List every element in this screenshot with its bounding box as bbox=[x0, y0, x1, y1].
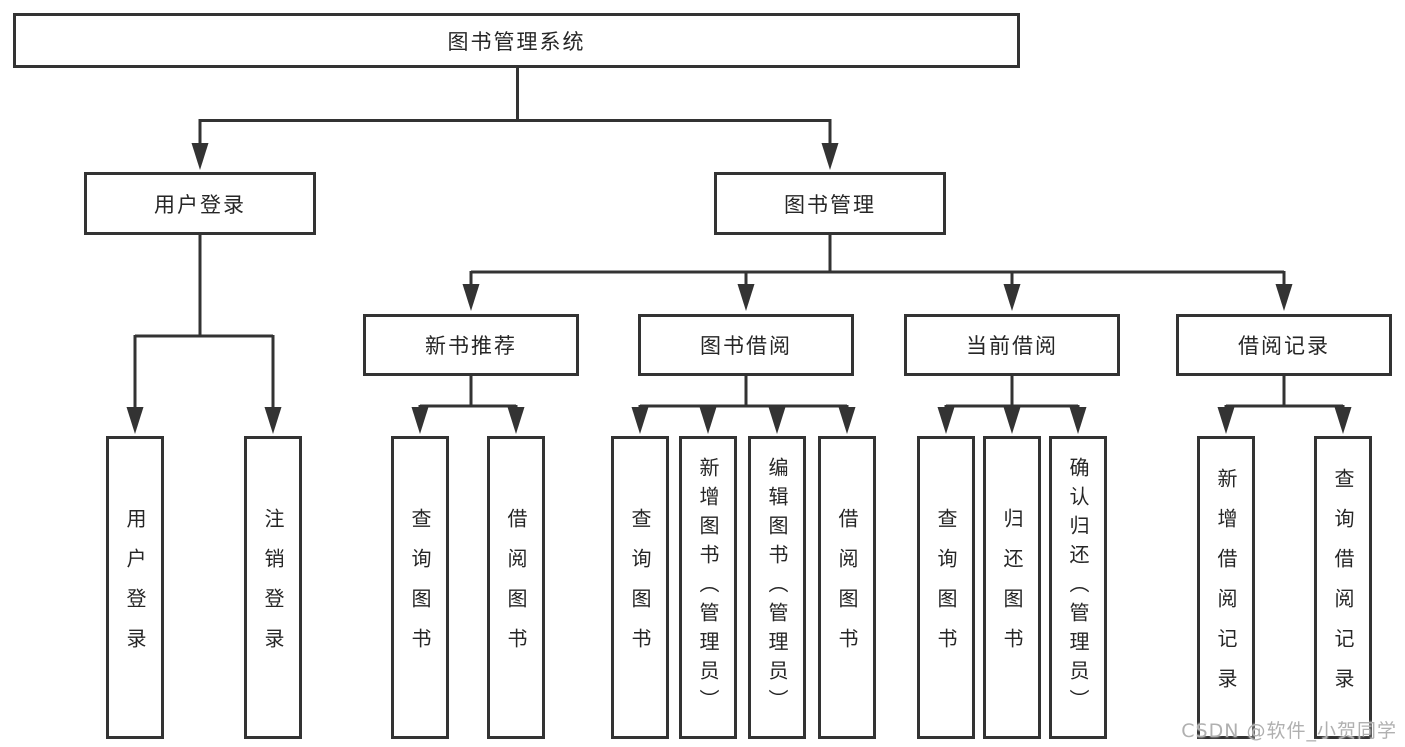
leaf-nb-borrow-books-label: 借阅图书 bbox=[504, 507, 528, 668]
node-current-borrow: 当前借阅 bbox=[904, 314, 1120, 376]
leaf-cb-query-books-label: 查询图书 bbox=[934, 507, 958, 668]
watermark: CSDN @软件_小贺同学 bbox=[1181, 720, 1397, 742]
leaf-nb-borrow-books: 借阅图书 bbox=[487, 436, 545, 739]
leaf-cb-return-books-label: 归还图书 bbox=[1000, 507, 1024, 668]
leaf-bb-query-books: 查询图书 bbox=[611, 436, 669, 739]
leaf-bb-edit-books-admin-label: 编辑图书（管理员） bbox=[765, 457, 789, 718]
leaf-br-add-record: 新增借阅记录 bbox=[1197, 436, 1255, 739]
leaf-user-login-label: 用户登录 bbox=[123, 507, 147, 668]
leaf-bb-add-books-admin: 新增图书（管理员） bbox=[679, 436, 737, 739]
node-book-management: 图书管理 bbox=[714, 172, 946, 235]
leaf-bb-edit-books-admin: 编辑图书（管理员） bbox=[748, 436, 806, 739]
node-borrow-records-label: 借阅记录 bbox=[1238, 334, 1330, 358]
node-root-label: 图书管理系统 bbox=[447, 29, 586, 54]
node-user-login: 用户登录 bbox=[84, 172, 316, 235]
node-new-book-recommend: 新书推荐 bbox=[363, 314, 579, 376]
node-current-borrow-label: 当前借阅 bbox=[966, 334, 1058, 358]
node-borrow-records: 借阅记录 bbox=[1176, 314, 1392, 376]
leaf-br-add-record-label: 新增借阅记录 bbox=[1214, 467, 1238, 708]
leaf-cb-confirm-return-admin-label: 确认归还（管理员） bbox=[1066, 457, 1090, 718]
node-new-book-recommend-label: 新书推荐 bbox=[425, 334, 517, 358]
leaf-logout-label: 注销登录 bbox=[261, 507, 285, 668]
leaf-cb-confirm-return-admin: 确认归还（管理员） bbox=[1049, 436, 1107, 739]
node-book-management-label: 图书管理 bbox=[784, 192, 876, 217]
leaf-bb-query-books-label: 查询图书 bbox=[628, 507, 652, 668]
leaf-nb-query-books-label: 查询图书 bbox=[408, 507, 432, 668]
leaf-cb-return-books: 归还图书 bbox=[983, 436, 1041, 739]
leaf-bb-add-books-admin-label: 新增图书（管理员） bbox=[696, 457, 720, 718]
leaf-user-login: 用户登录 bbox=[106, 436, 164, 739]
leaf-nb-query-books: 查询图书 bbox=[391, 436, 449, 739]
leaf-cb-query-books: 查询图书 bbox=[917, 436, 975, 739]
node-user-login-label: 用户登录 bbox=[154, 192, 246, 217]
node-book-borrow-label: 图书借阅 bbox=[700, 334, 792, 358]
leaf-br-query-record: 查询借阅记录 bbox=[1314, 436, 1372, 739]
node-book-borrow: 图书借阅 bbox=[638, 314, 854, 376]
leaf-logout: 注销登录 bbox=[244, 436, 302, 739]
leaf-br-query-record-label: 查询借阅记录 bbox=[1331, 467, 1355, 708]
node-root: 图书管理系统 bbox=[13, 13, 1020, 68]
leaf-bb-borrow-books: 借阅图书 bbox=[818, 436, 876, 739]
leaf-bb-borrow-books-label: 借阅图书 bbox=[835, 507, 859, 668]
